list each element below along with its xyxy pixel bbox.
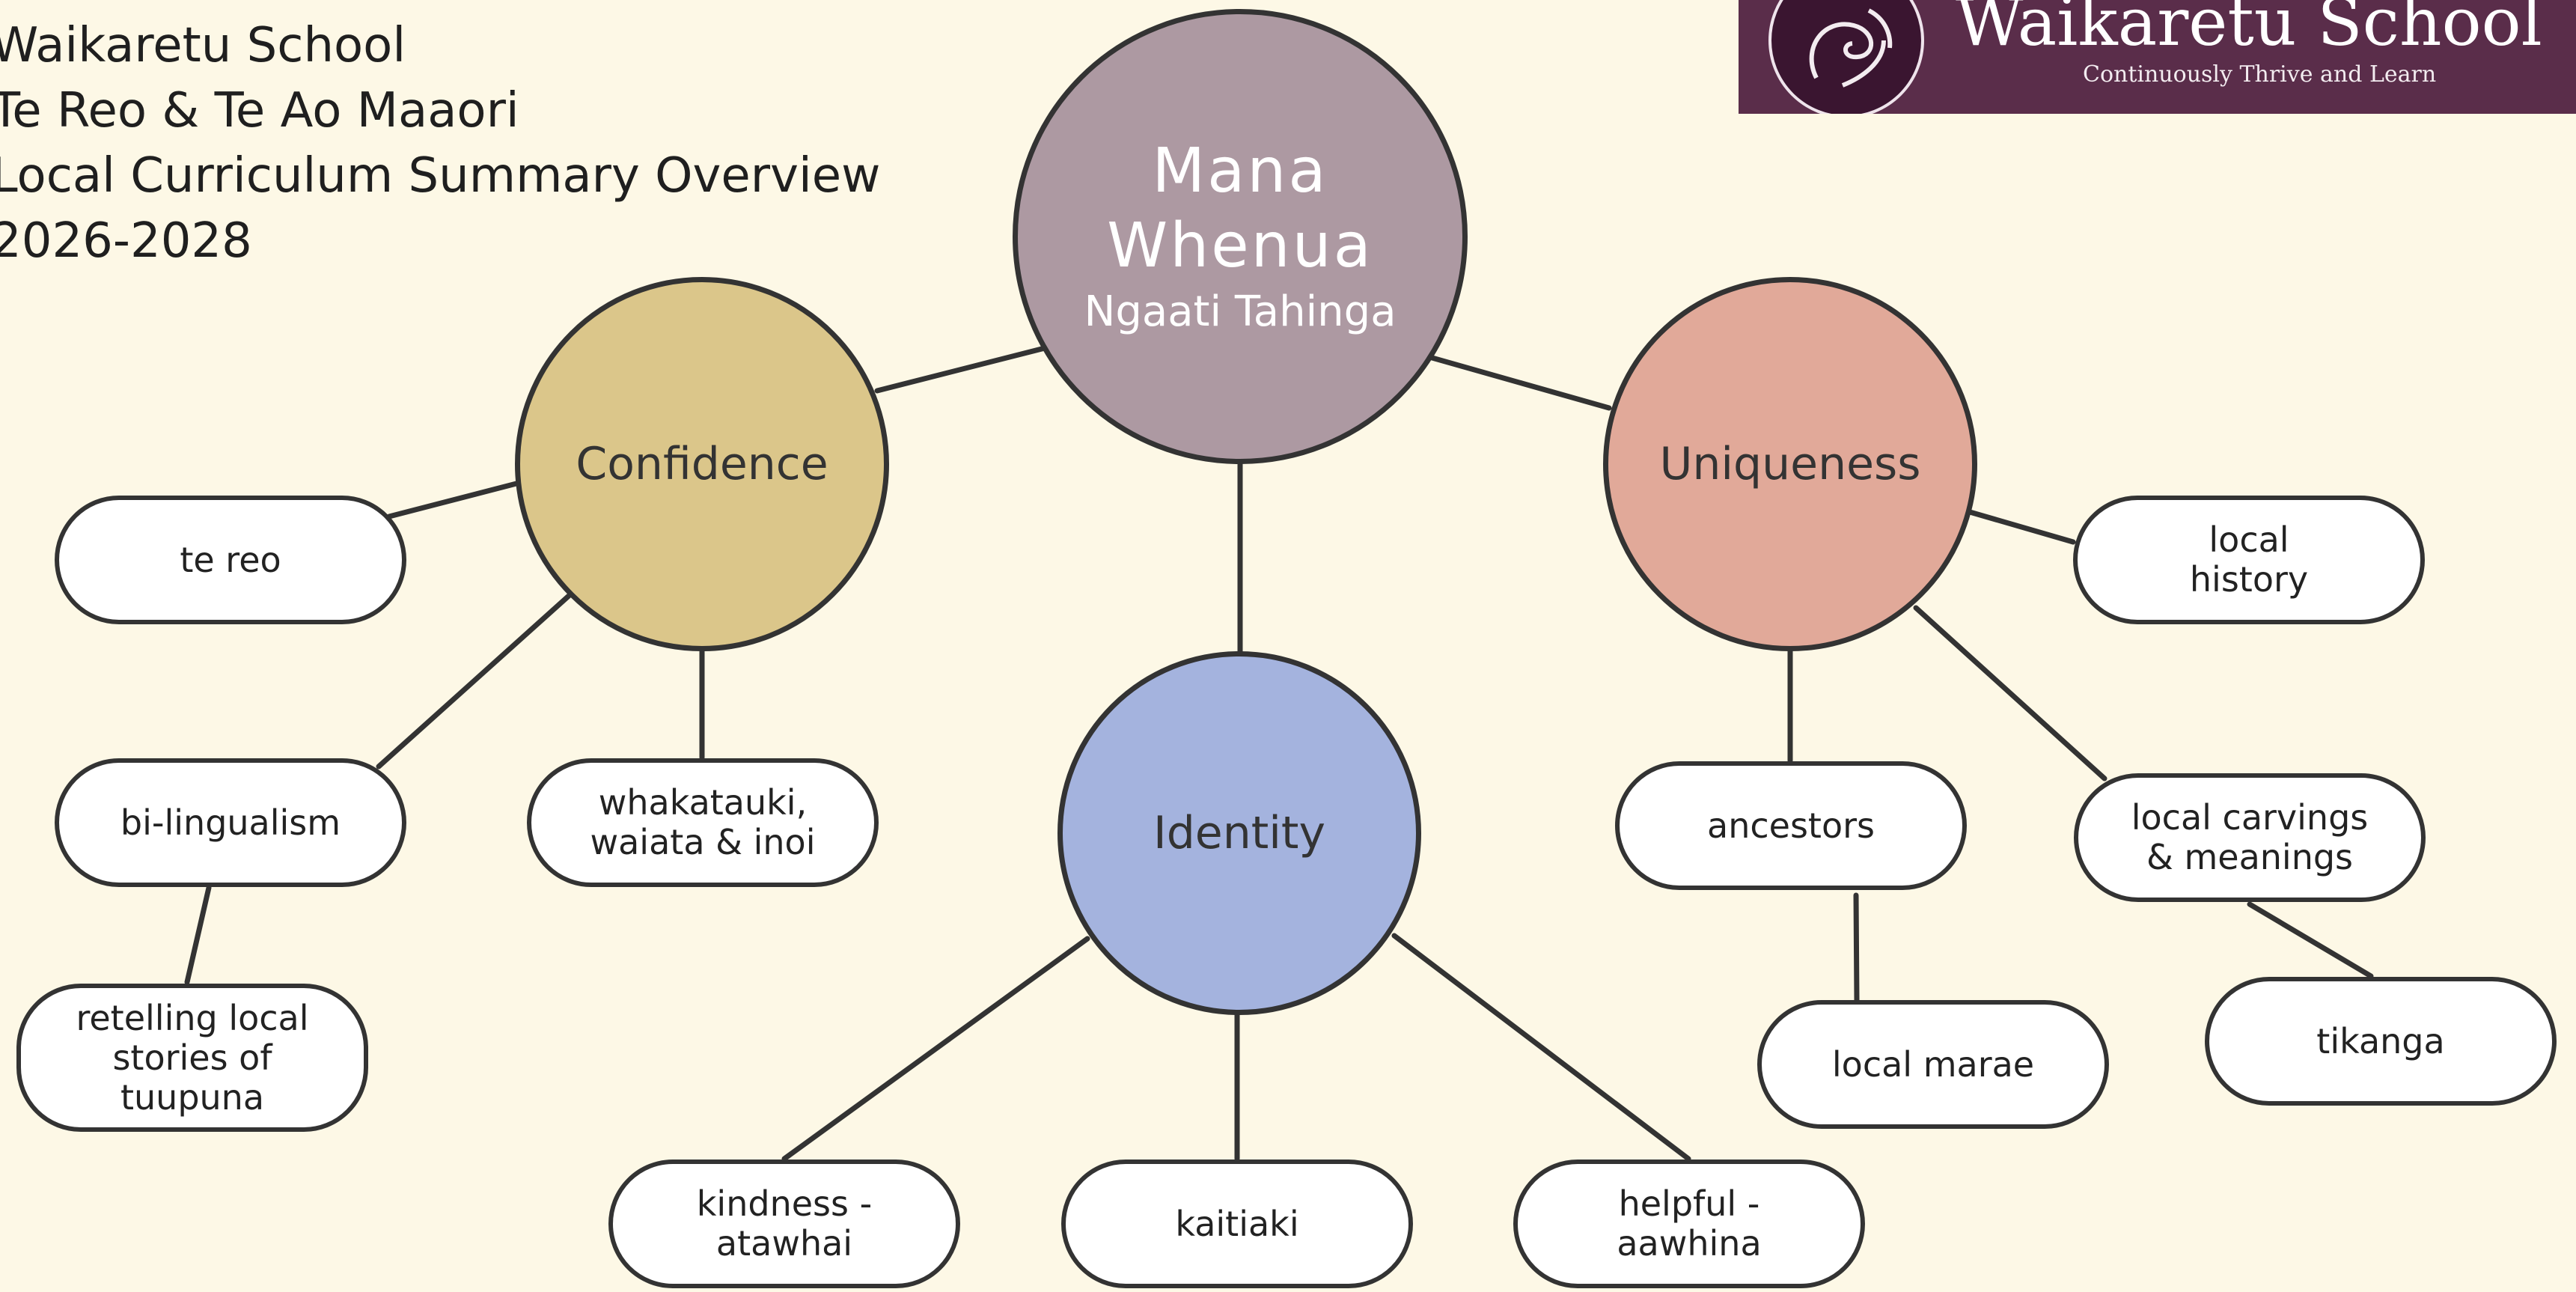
node-local-history: local history xyxy=(2073,496,2425,624)
node-te-reo: te reo xyxy=(55,496,406,624)
node-kindness: kindness - atawhai xyxy=(608,1160,960,1288)
koru-emblem-icon xyxy=(1768,0,1924,114)
theme-node-identity: Identity xyxy=(1057,651,1421,1015)
hub-subtitle: Ngaati Tahinga xyxy=(1084,287,1397,336)
edge-identity-helpful xyxy=(1391,933,1691,1162)
edge-uniqueness-carvings xyxy=(1913,605,2108,781)
node-local-marae: local marae xyxy=(1757,1000,2109,1129)
node-whakatauki: whakatauki, waiata & inoi xyxy=(527,758,879,887)
theme-label-uniqueness: Uniqueness xyxy=(1659,438,1921,490)
node-tikanga: tikanga xyxy=(2205,977,2557,1106)
edge-hub-uniqueness xyxy=(1426,354,1612,411)
node-kaitiaki: kaitiaki xyxy=(1061,1160,1413,1288)
edge-confidence-bilingualism xyxy=(376,593,572,770)
edge-bilingualism-retelling xyxy=(184,885,212,985)
edge-carvings-tikanga xyxy=(2247,901,2374,979)
edge-uniqueness-history xyxy=(1967,509,2076,545)
header-subject: Te Reo & Te Ao Maaori xyxy=(0,83,519,138)
edge-confidence-tereo xyxy=(386,481,519,519)
logo-school-name: Waikaretu School xyxy=(1956,0,2542,61)
header-document-title: Local Curriculum Summary Overview xyxy=(0,148,881,204)
header-year-range: 2026-2028 xyxy=(0,213,252,269)
node-bi-lingualism: bi-lingualism xyxy=(55,758,406,887)
theme-label-identity: Identity xyxy=(1153,807,1325,859)
theme-node-confidence: Confidence xyxy=(515,277,889,651)
school-header: Waikaretu School Te Reo & Te Ao Maaori L… xyxy=(0,13,880,274)
node-local-carvings: local carvings & meanings xyxy=(2074,773,2426,902)
node-retelling-stories: retelling local stories of tuupuna xyxy=(16,984,368,1132)
node-ancestors: ancestors xyxy=(1615,761,1967,890)
theme-label-confidence: Confidence xyxy=(576,438,828,490)
hub-node-mana-whenua: Mana Whenua Ngaati Tahinga xyxy=(1013,9,1468,464)
edge-identity-kindness xyxy=(781,936,1090,1162)
node-helpful: helpful - aawhina xyxy=(1513,1160,1865,1288)
school-logo-banner: Waikaretu School Continuously Thrive and… xyxy=(1739,0,2576,114)
edge-ancestors-marae xyxy=(1853,892,1860,1003)
edge-hub-confidence xyxy=(874,344,1051,394)
header-school-name: Waikaretu School xyxy=(0,18,406,73)
hub-title: Mana Whenua xyxy=(1107,135,1373,281)
theme-node-uniqueness: Uniqueness xyxy=(1603,277,1977,651)
logo-tagline: Continuously Thrive and Learn xyxy=(2083,61,2437,88)
